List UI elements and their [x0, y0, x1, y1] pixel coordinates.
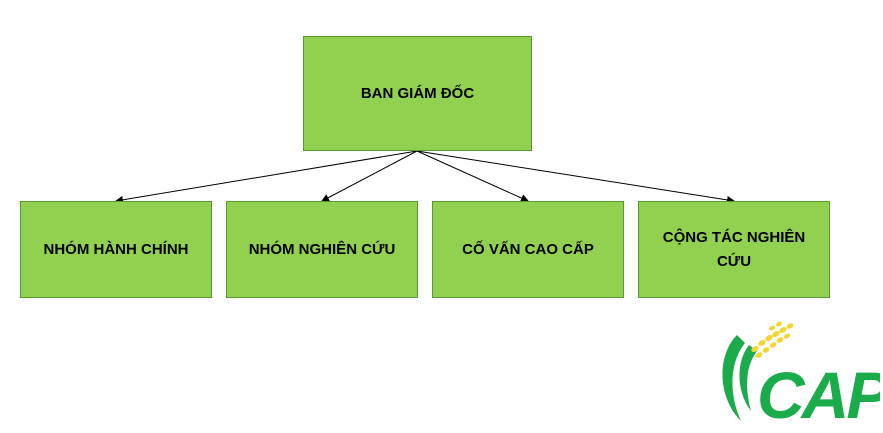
cap-logo: CAP [722, 321, 880, 425]
connector-to-child-1 [321, 150, 418, 202]
logo-text: CAP [757, 358, 880, 425]
rice-stalk-icon [722, 335, 745, 421]
org-box-label: NHÓM NGHIÊN CỨU [248, 240, 396, 258]
connector-to-child-2 [416, 150, 529, 202]
rice-leaf-icon [739, 345, 757, 411]
org-box-cong-tac-nghien-cuu: CỘNG TÁC NGHIÊN CỨU [638, 201, 830, 298]
org-box-nhom-hanh-chinh: NHÓM HÀNH CHÍNH [20, 201, 212, 298]
rice-grain-icon [751, 321, 794, 358]
org-box-label: CỘNG TÁC NGHIÊN CỨU [662, 228, 806, 270]
org-box-nhom-nghien-cuu: NHÓM NGHIÊN CỨU [226, 201, 418, 298]
org-box-ban-giam-doc: BAN GIÁM ĐỐC [303, 36, 532, 151]
org-box-co-van-cao-cap: CỐ VẤN CAO CẤP [432, 201, 624, 298]
org-box-label: CỐ VẤN CAO CẤP [462, 240, 594, 258]
org-box-label: BAN GIÁM ĐỐC [360, 84, 475, 102]
org-box-label: NHÓM HÀNH CHÍNH [43, 240, 189, 258]
connector-to-child-0 [115, 150, 418, 204]
connector-to-child-3 [416, 150, 735, 204]
